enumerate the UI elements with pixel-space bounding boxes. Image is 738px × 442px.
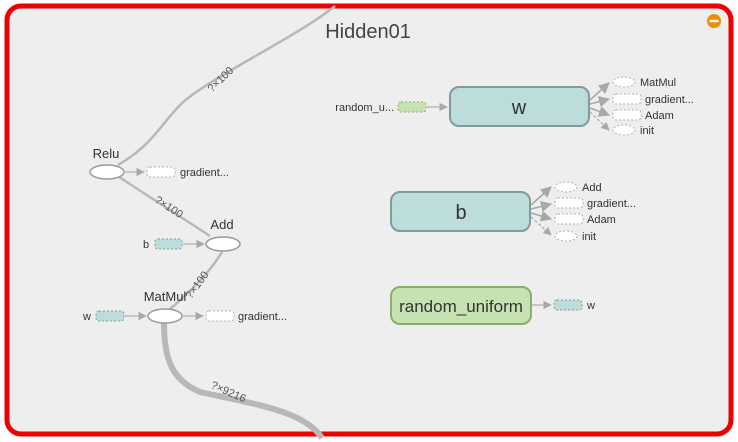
b-out-init-label: init bbox=[582, 231, 596, 243]
w-out-init-label: init bbox=[640, 125, 654, 137]
b-out-add-label: Add bbox=[582, 182, 602, 194]
random-uniform-node[interactable] bbox=[390, 286, 532, 325]
relu-out-label: gradient... bbox=[180, 167, 229, 179]
b-out-add-stub[interactable] bbox=[554, 181, 578, 193]
matmul-out-label: gradient... bbox=[238, 311, 287, 323]
b-out-adam-label: Adam bbox=[587, 214, 616, 226]
matmul-in-label: w bbox=[82, 311, 91, 323]
w-out-adam-label: Adam bbox=[645, 110, 674, 122]
matmul-in-stub[interactable] bbox=[95, 310, 125, 322]
matmul-out-stub[interactable] bbox=[205, 310, 235, 322]
edge-relu-add bbox=[118, 175, 211, 238]
w-node-label: w bbox=[511, 97, 527, 119]
w-out-gradient-label: gradient... bbox=[645, 94, 694, 106]
edge-add-matmul bbox=[169, 251, 224, 310]
random-uniform-label: random_uniform bbox=[399, 297, 523, 316]
matmul-label: MatMul bbox=[144, 289, 187, 304]
add-in-stub[interactable] bbox=[154, 238, 183, 250]
add-label: Add bbox=[210, 217, 233, 232]
w-node[interactable] bbox=[449, 86, 590, 127]
w-out-matmul-label: MatMul bbox=[640, 77, 676, 89]
w-out-matmul-stub[interactable] bbox=[612, 76, 636, 88]
matmul-node[interactable] bbox=[147, 308, 183, 324]
add-node[interactable] bbox=[205, 236, 241, 252]
w-outputs bbox=[589, 82, 611, 131]
w-in-label: random_u... bbox=[335, 102, 394, 114]
w-out-init-stub[interactable] bbox=[612, 124, 636, 136]
w-out-gradient-stub[interactable] bbox=[612, 93, 642, 105]
b-out-gradient-label: gradient... bbox=[587, 198, 636, 210]
random-uniform-out-label: w bbox=[586, 300, 595, 312]
random-uniform-out-stub[interactable] bbox=[553, 299, 583, 311]
b-out-gradient-stub[interactable] bbox=[554, 197, 584, 209]
group-box[interactable] bbox=[4, 3, 734, 437]
relu-node[interactable] bbox=[89, 164, 125, 180]
relu-label: Relu bbox=[93, 146, 120, 161]
minus-circle-icon[interactable] bbox=[707, 14, 721, 28]
relu-out-stub[interactable] bbox=[146, 166, 176, 178]
add-in-label: b bbox=[143, 239, 149, 251]
w-out-adam-stub[interactable] bbox=[612, 109, 642, 121]
b-outputs bbox=[530, 186, 553, 236]
w-in-stub[interactable] bbox=[397, 101, 427, 113]
edge-top-in bbox=[117, 5, 336, 167]
edge-bottom-in bbox=[161, 321, 325, 440]
group-title: Hidden01 bbox=[325, 21, 411, 43]
b-node-label: b bbox=[455, 202, 466, 224]
b-node[interactable] bbox=[390, 191, 531, 232]
b-out-init-stub[interactable] bbox=[554, 230, 578, 242]
b-out-adam-stub[interactable] bbox=[554, 213, 584, 225]
